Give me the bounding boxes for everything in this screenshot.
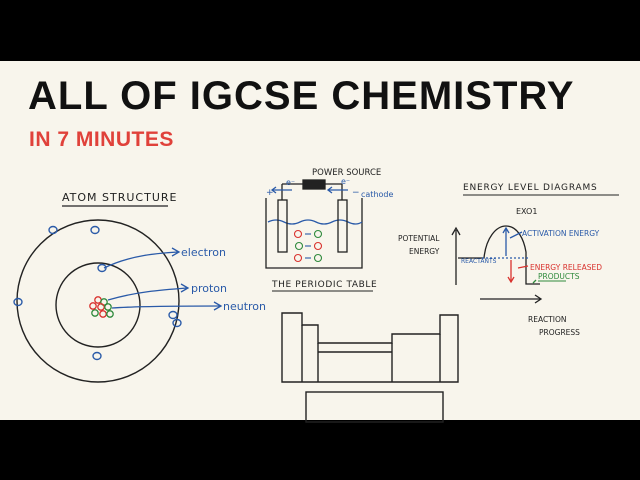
y-label-2: ENERGY (409, 247, 440, 256)
y-label-1: POTENTIAL (398, 234, 440, 243)
inner-shell (55, 262, 141, 348)
minus-sign: − (352, 188, 360, 198)
cathode (337, 199, 348, 253)
cathode-label: cathode (361, 190, 393, 199)
atom-heading: ATOM STRUCTURE (62, 191, 177, 204)
nucleus (89, 296, 114, 318)
electrolysis-diagram: POWER SOURCE e⁻ e⁻ + − cathode (265, 168, 393, 269)
activation-label: ACTIVATION ENERGY (522, 229, 600, 238)
exo-label: EXO1 (516, 207, 537, 216)
electrons (13, 225, 182, 361)
energy-level-diagram: ENERGY LEVEL DIAGRAMS EXO1 POTENTIAL ENE… (398, 183, 619, 337)
label-electron: electron (181, 246, 226, 259)
anode (277, 199, 288, 253)
periodic-table-sketch: THE PERIODIC TABLE (271, 280, 459, 423)
x-label-1: REACTION (528, 315, 567, 324)
energy-curve (458, 225, 540, 285)
electron-right: e⁻ (341, 177, 350, 186)
electron-left: e⁻ (286, 178, 295, 187)
whiteboard-canvas (0, 61, 640, 420)
subtitle: IN 7 MINUTES (29, 128, 174, 151)
plus-sign: + (266, 188, 274, 198)
beaker (265, 198, 363, 269)
released-label: ENERGY RELEASED (530, 263, 602, 272)
letterbox-bottom (0, 420, 640, 480)
periodic-table-lanthanides (305, 391, 444, 423)
reactants-label: REACTANTS (461, 258, 497, 265)
periodic-table-main (281, 312, 459, 383)
x-label-2: PROGRESS (539, 328, 580, 337)
atom-diagram: ATOM STRUCTURE (13, 191, 266, 383)
letterbox-top (0, 0, 640, 61)
periodic-table-heading: THE PERIODIC TABLE (271, 280, 377, 290)
label-proton: proton (191, 282, 227, 295)
label-neutron: neutron (223, 300, 266, 313)
battery-icon (302, 179, 326, 190)
energy-heading: ENERGY LEVEL DIAGRAMS (463, 183, 598, 193)
outer-shell (16, 219, 180, 383)
power-source-label: POWER SOURCE (312, 168, 381, 178)
main-title: ALL OF IGCSE CHEMISTRY (28, 74, 575, 118)
products-label: PRODUCTS (538, 272, 580, 281)
